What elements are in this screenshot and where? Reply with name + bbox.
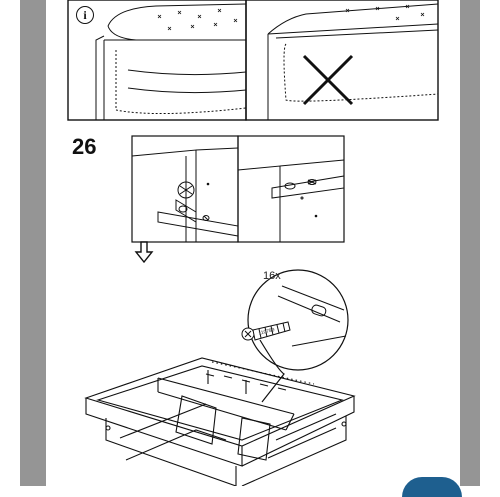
rail-closeup-illustration (277, 285, 347, 347)
rail-unfolded-illustration (131, 147, 239, 242)
mattress-correct-illustration (95, 3, 247, 120)
info-panel-left (67, 0, 247, 121)
rail-folded-illustration (237, 159, 345, 242)
manual-page: i 26 16x 110789 (46, 0, 460, 486)
mattress-incorrect-illustration (267, 3, 439, 120)
quantity-label: 16x (263, 270, 281, 282)
screw-icon (241, 321, 291, 341)
magnifier-detail (247, 269, 349, 403)
step-number: 26 (72, 134, 97, 159)
viewer-left-margin (20, 0, 46, 486)
detail-panel-right (237, 135, 345, 243)
manual-illustrations (67, 0, 439, 486)
viewer-right-margin (460, 0, 480, 486)
info-panel-right (245, 0, 439, 121)
info-icon: i (76, 6, 94, 24)
scroll-indicator[interactable] (402, 477, 462, 497)
incorrect-cross-icon (302, 54, 354, 106)
down-arrow-icon (134, 241, 154, 264)
bed-frame-illustration (84, 357, 356, 486)
